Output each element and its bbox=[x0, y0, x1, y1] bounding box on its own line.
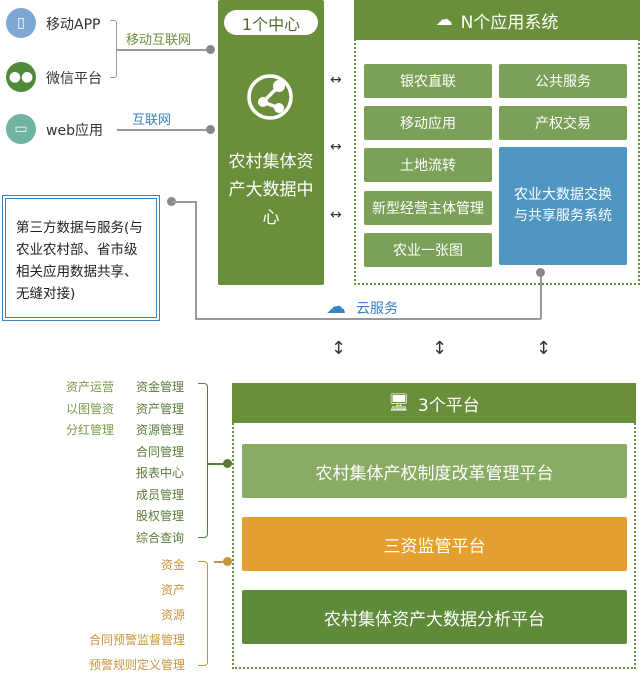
mobile-internet-label: 移动互联网 bbox=[126, 33, 192, 48]
cloud-icon: ☁ bbox=[326, 294, 346, 318]
supervision-item: 资金 bbox=[160, 558, 185, 572]
vertical-arrow-icon: ↕ bbox=[536, 338, 552, 359]
wechat-icon: ●● bbox=[6, 62, 36, 92]
connector-line bbox=[540, 272, 542, 319]
platform-analytics[interactable]: 农村集体资产大数据分析平台 bbox=[242, 590, 627, 644]
platforms-title: 3个平台 bbox=[417, 395, 480, 416]
client-wechat: 微信平台 bbox=[46, 71, 102, 87]
features-col2: 资金管理 资产管理 资源管理 合同管理 报表中心 成员管理 股权管理 综合查询 bbox=[136, 377, 184, 549]
supervision-item: 资源 bbox=[160, 608, 185, 622]
app-item[interactable]: 土地流转 bbox=[364, 148, 492, 182]
connector-dot bbox=[206, 45, 215, 54]
cloud-icon: ☁ bbox=[435, 10, 453, 30]
supervision-item: 预警规则定义管理 bbox=[88, 658, 185, 672]
client-bracket bbox=[110, 20, 117, 78]
center-badge: 1个中心 bbox=[224, 10, 318, 35]
internet-label: 互联网 bbox=[132, 113, 172, 128]
app-item[interactable]: 新型经营主体管理 bbox=[364, 191, 492, 225]
platform-supervision[interactable]: 三资监管平台 bbox=[242, 517, 627, 571]
platform-reform[interactable]: 农村集体产权制度改革管理平台 bbox=[242, 444, 627, 498]
feature-item: 资源管理 bbox=[136, 423, 185, 437]
app-item[interactable]: 银农直联 bbox=[364, 64, 492, 98]
client-web: web应用 bbox=[46, 123, 103, 139]
connector-dot bbox=[223, 557, 232, 566]
app-item[interactable]: 公共服务 bbox=[499, 64, 627, 98]
supervision-list: 资金 资产 资源 合同预警监督管理 预警规则定义管理 bbox=[40, 553, 185, 678]
connector-dot bbox=[536, 268, 545, 277]
feature-item: 以图管资 bbox=[66, 401, 115, 416]
connector-line bbox=[117, 129, 209, 131]
supervision-item: 资产 bbox=[160, 583, 185, 597]
apps-title: N个应用系统 bbox=[460, 12, 559, 33]
connector-line bbox=[195, 318, 541, 320]
network-icon bbox=[245, 72, 295, 122]
monitor-icon: 🖥 bbox=[388, 393, 410, 413]
connector-line bbox=[208, 463, 226, 465]
third-party-box: 第三方数据与服务(与农业农村部、省市级相关应用数据共享、无缝对接) bbox=[2, 195, 160, 321]
connector-line bbox=[214, 561, 226, 563]
data-exchange-system[interactable]: 农业大数据交换与共享服务系统 bbox=[499, 147, 627, 265]
feature-item: 成员管理 bbox=[136, 487, 185, 502]
app-item[interactable]: 移动应用 bbox=[364, 106, 492, 140]
feature-item: 资产运营 bbox=[66, 380, 115, 394]
supervision-item: 合同预警监督管理 bbox=[88, 633, 185, 647]
apps-header: ☁ N个应用系统 bbox=[354, 0, 640, 40]
vertical-arrow-icon: ↕ bbox=[331, 338, 347, 359]
connector-line bbox=[117, 49, 209, 51]
center-title: 农村集体资产大数据中心 bbox=[228, 152, 314, 228]
app-item[interactable]: 农业一张图 bbox=[364, 233, 492, 267]
client-mobile-app: 移动APP bbox=[46, 17, 101, 33]
features-bracket bbox=[198, 383, 208, 538]
app-item[interactable]: 产权交易 bbox=[499, 106, 627, 140]
mobile-icon: ▯ bbox=[6, 8, 36, 38]
feature-item: 分红管理 bbox=[66, 423, 115, 437]
bidirectional-arrow-icon: ↔ bbox=[330, 72, 342, 88]
feature-item: 股权管理 bbox=[136, 509, 185, 523]
bidirectional-arrow-icon: ↔ bbox=[330, 139, 342, 155]
feature-item: 综合查询 bbox=[136, 530, 185, 545]
data-center-panel: 1个中心 农村集体资产大数据中心 bbox=[218, 0, 324, 285]
vertical-arrow-icon: ↕ bbox=[432, 338, 448, 359]
bidirectional-arrow-icon: ↔ bbox=[330, 207, 342, 223]
connector-dot bbox=[223, 459, 232, 468]
feature-item: 资产管理 bbox=[136, 401, 185, 416]
connector-line bbox=[172, 201, 196, 203]
feature-item: 合同管理 bbox=[136, 444, 185, 459]
feature-item: 资金管理 bbox=[136, 380, 185, 394]
supervision-bracket bbox=[198, 561, 208, 666]
features-col1: 资产运营 以图管资 分红管理 bbox=[66, 377, 114, 442]
monitor-icon: ▭ bbox=[6, 114, 36, 144]
platforms-header: 🖥 3个平台 bbox=[232, 383, 636, 423]
connector-line bbox=[195, 201, 197, 319]
feature-item: 报表中心 bbox=[136, 466, 185, 480]
cloud-service-label: 云服务 bbox=[356, 301, 398, 317]
connector-dot bbox=[167, 197, 176, 206]
connector-dot bbox=[206, 125, 215, 134]
